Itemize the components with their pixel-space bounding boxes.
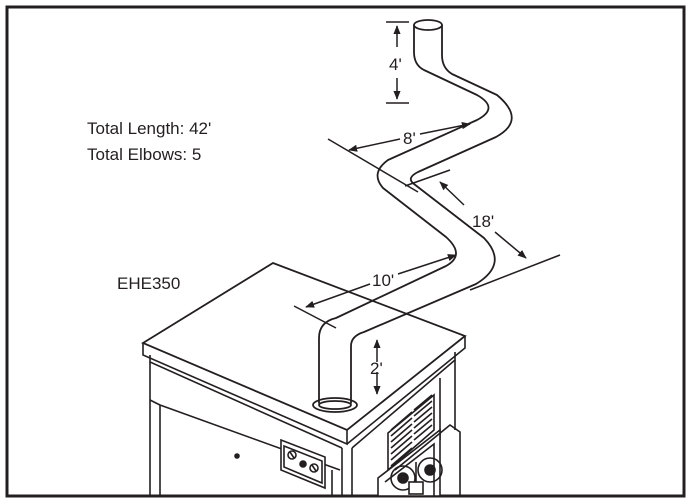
dim-arrow-diagonal bbox=[439, 181, 465, 206]
side-fixture bbox=[377, 423, 461, 497]
dim-label-top-vertical: 4' bbox=[389, 55, 402, 74]
model-label: EHE350 bbox=[117, 274, 180, 293]
pipe-right-edge bbox=[350, 24, 513, 404]
dimension-lines bbox=[293, 21, 561, 395]
vent-pipe bbox=[312, 19, 513, 413]
pipe-top-opening bbox=[413, 19, 443, 31]
total-elbows-label: Total Elbows: 5 bbox=[87, 145, 201, 164]
total-length-label: Total Length: 42' bbox=[87, 119, 211, 138]
heater-lid-side bbox=[346, 336, 466, 445]
heater-top bbox=[141, 262, 467, 432]
heater-unit bbox=[141, 262, 467, 497]
dim-arrow-lower-horizontal bbox=[305, 283, 371, 308]
vent-louvres bbox=[387, 393, 435, 472]
dim-label-diagonal: 18' bbox=[472, 212, 494, 231]
dim-label-upper-horizontal: 8' bbox=[403, 129, 416, 148]
pipe-left-edge bbox=[318, 24, 490, 404]
heater-lid-front bbox=[142, 343, 348, 446]
dim-label-lower-horizontal: 10' bbox=[372, 271, 394, 290]
dim-arrow-upper-horizontal bbox=[348, 138, 401, 152]
diagram-border bbox=[5, 5, 686, 498]
dim-label-bottom-vertical: 2' bbox=[370, 359, 383, 378]
